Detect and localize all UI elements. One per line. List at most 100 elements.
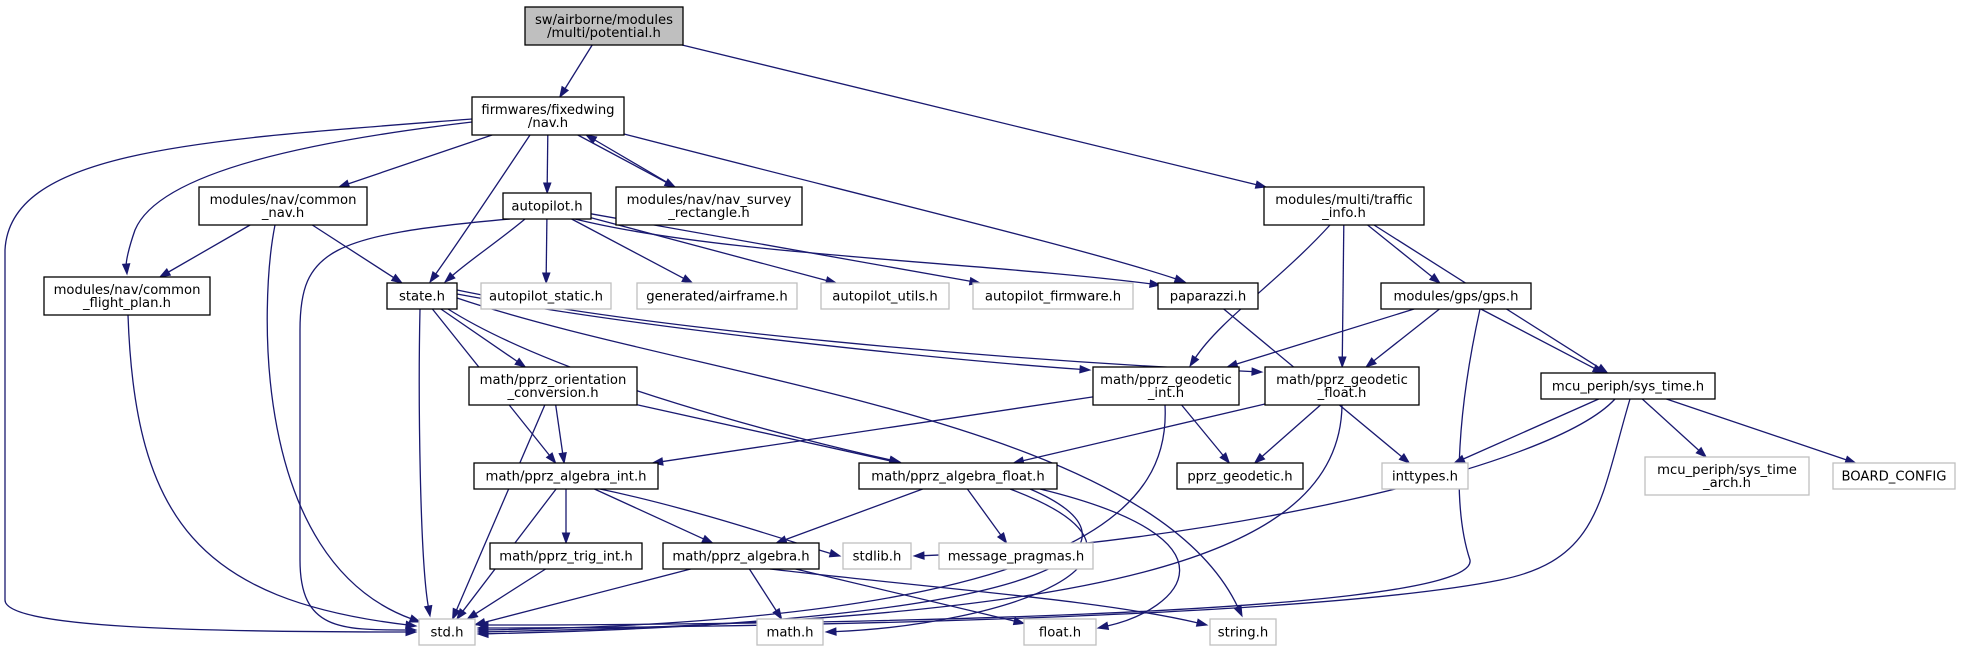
- node-paparazzi[interactable]: paparazzi.h: [1157, 282, 1259, 310]
- edge-autopilot-to-autopilot_static: [541, 218, 551, 285]
- edge-autopilot-to-airframe: [571, 218, 694, 284]
- header-nodes: sw/airborne/modules/multi/potential.h fir…: [43, 6, 1956, 646]
- edge-geodetic_int-to-pprz_geodetic: [1181, 404, 1231, 465]
- node-algebra_int[interactable]: math/pprz_algebra_int.h: [473, 462, 659, 490]
- node-label: mcu_periph/sys_time.h: [1552, 380, 1704, 395]
- edge-sys_time-to-inttypes: [1452, 398, 1599, 464]
- node-label: message_pragmas.h: [948, 550, 1084, 565]
- node-label: sw/airborne/modules: [535, 13, 673, 28]
- node-label: _flight_plan.h: [82, 296, 171, 311]
- edge-state-to-orientation: [440, 308, 527, 368]
- edge-algebra-to-std: [473, 568, 691, 627]
- node-algebra[interactable]: math/pprz_algebra.h: [662, 542, 820, 570]
- node-board_config: BOARD_CONFIG: [1832, 462, 1956, 490]
- node-nav_survey[interactable]: modules/nav/nav_survey_rectangle.h: [615, 186, 803, 226]
- edge-sys_time-to-board_config: [1666, 398, 1857, 464]
- node-label: /multi/potential.h: [547, 26, 661, 41]
- node-label: math/pprz_geodetic: [1100, 373, 1232, 388]
- node-label: state.h: [399, 290, 445, 305]
- node-geodetic_float[interactable]: math/pprz_geodetic_float.h: [1264, 366, 1420, 406]
- edge-common_nav-to-state: [311, 224, 404, 284]
- edge-gps-to-geodetic_int: [1225, 308, 1415, 369]
- edge-potential-to-nav: [559, 44, 593, 99]
- node-label: modules/nav/common: [54, 283, 201, 298]
- edge-nav-to-flight_plan: [121, 121, 473, 276]
- node-gps[interactable]: modules/gps/gps.h: [1380, 282, 1532, 310]
- node-label: _rectangle.h: [667, 206, 749, 221]
- edge-algebra_float-to-message_pragmas: [966, 488, 1008, 545]
- node-geodetic_int[interactable]: math/pprz_geodetic_int.h: [1092, 366, 1240, 406]
- node-label: inttypes.h: [1392, 470, 1458, 485]
- node-label: _int.h: [1147, 386, 1184, 401]
- edge-autopilot-to-std: [299, 218, 511, 635]
- node-label: BOARD_CONFIG: [1841, 470, 1946, 485]
- node-label: float.h: [1039, 626, 1081, 641]
- node-label: modules/gps/gps.h: [1394, 290, 1519, 305]
- edge-geodetic_float-to-algebra_float: [1012, 403, 1266, 465]
- node-algebra_float[interactable]: math/pprz_algebra_float.h: [858, 462, 1058, 490]
- node-potential: sw/airborne/modules/multi/potential.h: [524, 6, 684, 46]
- edge-geodetic_float-to-std: [476, 404, 1343, 637]
- edge-common_nav-to-flight_plan: [158, 224, 251, 278]
- edge-gps-to-sys_time: [1480, 308, 1605, 374]
- node-flight_plan[interactable]: modules/nav/common_flight_plan.h: [43, 276, 211, 316]
- edge-flight_plan-to-std: [127, 314, 418, 630]
- node-message_pragmas: message_pragmas.h: [938, 542, 1094, 570]
- node-label: firmwares/fixedwing: [481, 103, 614, 118]
- node-label: autopilot_utils.h: [832, 290, 938, 305]
- node-label: std.h: [431, 626, 464, 641]
- node-common_nav[interactable]: modules/nav/common_nav.h: [198, 186, 368, 226]
- node-label: mcu_periph/sys_time: [1657, 463, 1797, 478]
- node-inttypes: inttypes.h: [1381, 462, 1469, 490]
- node-label: autopilot.h: [511, 200, 582, 215]
- node-traffic[interactable]: modules/multi/traffic_info.h: [1263, 186, 1425, 226]
- edge-potential-to-traffic: [681, 44, 1268, 189]
- node-label: autopilot_firmware.h: [985, 290, 1121, 305]
- node-label: _nav.h: [261, 206, 304, 221]
- edge-nav-to-state: [429, 134, 531, 284]
- node-trig_int[interactable]: math/pprz_trig_int.h: [489, 542, 643, 570]
- edge-algebra_float-to-std: [476, 488, 1083, 639]
- edge-autopilot-to-state: [443, 218, 526, 283]
- dependency-edges: [4, 44, 1857, 639]
- node-label: _arch.h: [1702, 476, 1751, 491]
- edge-algebra-to-float: [795, 568, 1026, 626]
- edge-nav-to-common_nav: [337, 134, 493, 188]
- node-pprz_geodetic[interactable]: pprz_geodetic.h: [1176, 462, 1304, 490]
- edge-gps-to-geodetic_float: [1364, 308, 1440, 368]
- edge-algebra_float-to-math: [824, 488, 1088, 636]
- node-orientation[interactable]: math/pprz_orientation_conversion.h: [468, 366, 638, 406]
- node-label: _info.h: [1321, 206, 1366, 221]
- node-label: stdlib.h: [853, 550, 902, 565]
- edge-algebra_int-to-algebra: [594, 488, 714, 544]
- node-state[interactable]: state.h: [386, 282, 458, 310]
- node-sys_time[interactable]: mcu_periph/sys_time.h: [1540, 372, 1716, 400]
- node-label: math.h: [766, 626, 813, 641]
- edge-algebra-to-math: [748, 568, 783, 621]
- edge-geodetic_int-to-std: [476, 404, 1166, 635]
- node-label: math/pprz_geodetic: [1276, 373, 1408, 388]
- node-autopilot_firmware: autopilot_firmware.h: [972, 282, 1134, 310]
- edge-algebra-to-string: [769, 568, 1209, 627]
- node-label: _float.h: [1317, 386, 1367, 401]
- edge-geodetic_int-to-algebra_int: [651, 396, 1094, 466]
- node-label: pprz_geodetic.h: [1187, 470, 1292, 485]
- node-autopilot_utils: autopilot_utils.h: [820, 282, 950, 310]
- node-label: _conversion.h: [506, 386, 598, 401]
- node-label: paparazzi.h: [1170, 290, 1246, 305]
- edge-autopilot-to-paparazzi: [574, 218, 1162, 288]
- node-math: math.h: [756, 618, 824, 646]
- edge-geodetic_float-to-pprz_geodetic: [1253, 404, 1321, 464]
- node-label: autopilot_static.h: [489, 290, 603, 305]
- node-sys_time_arch: mcu_periph/sys_time_arch.h: [1644, 456, 1810, 496]
- edge-orientation-to-algebra_int: [555, 404, 567, 465]
- node-autopilot[interactable]: autopilot.h: [502, 192, 592, 220]
- edge-state-to-std: [418, 308, 433, 618]
- node-label: modules/nav/nav_survey: [627, 193, 792, 208]
- node-label: string.h: [1218, 626, 1268, 641]
- edge-algebra_int-to-trig_int: [561, 489, 571, 545]
- node-nav[interactable]: firmwares/fixedwing/nav.h: [471, 96, 625, 136]
- node-label: math/pprz_algebra_float.h: [871, 470, 1044, 485]
- edge-algebra_float-to-float: [1039, 488, 1181, 630]
